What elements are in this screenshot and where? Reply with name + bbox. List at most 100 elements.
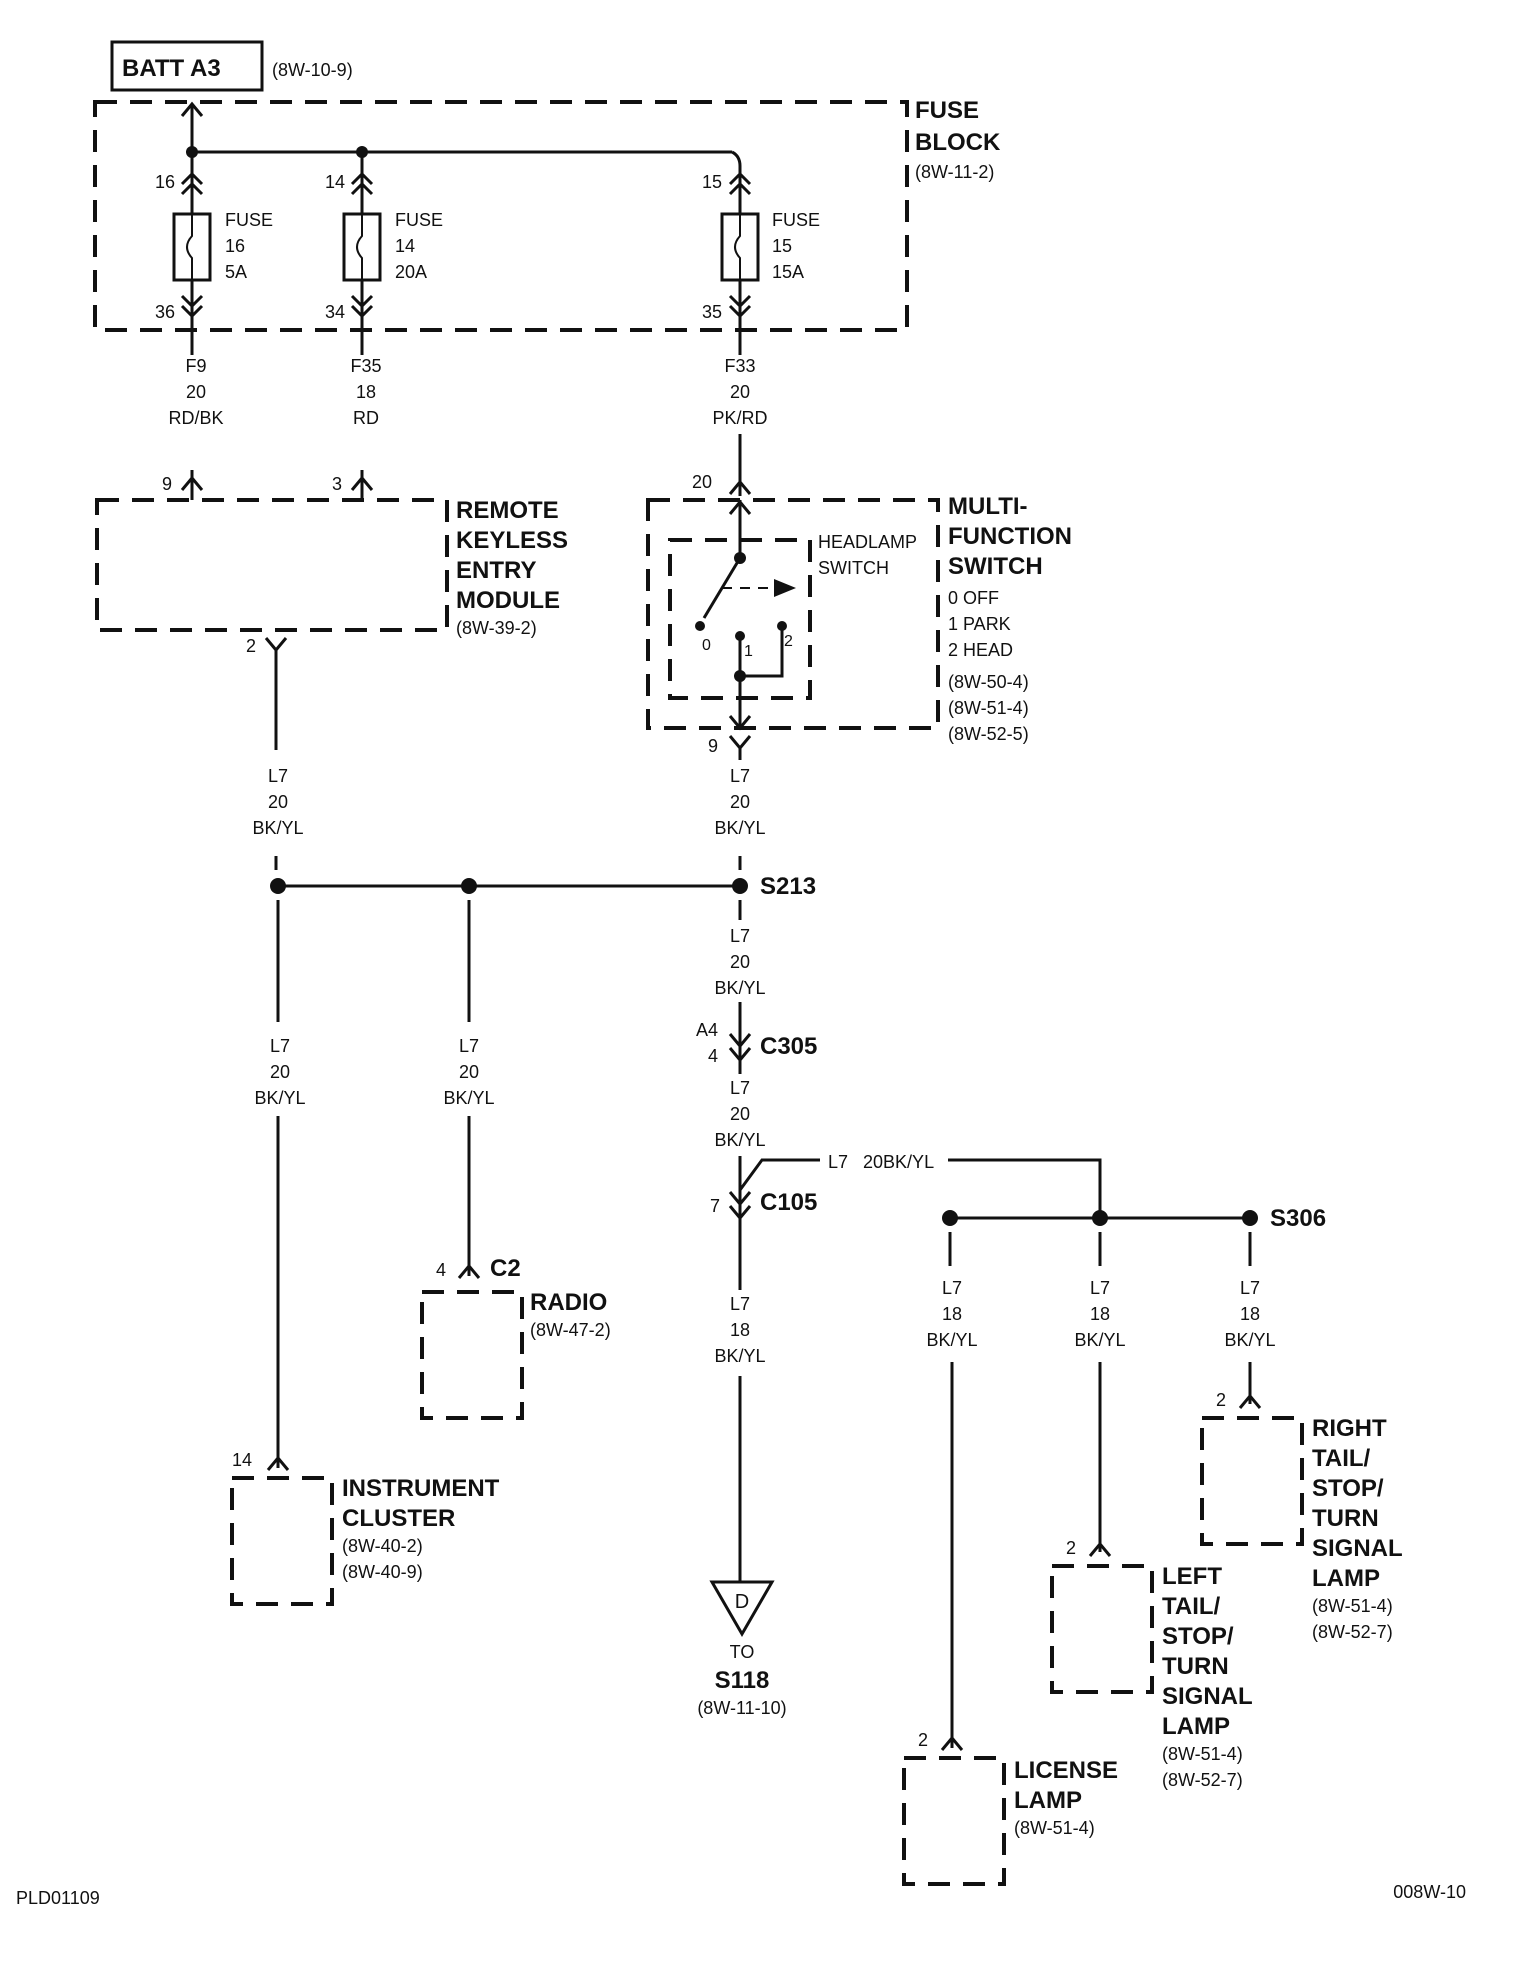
wire-radio-circuit: L7	[459, 1036, 479, 1056]
cluster-outline	[230, 1476, 334, 1606]
right-lamp-pin-symbol	[1238, 1393, 1262, 1409]
ground-triangle	[709, 1580, 775, 1638]
c305-pin-a	[728, 1033, 752, 1049]
wire-right-color: BK/YL	[1224, 1330, 1275, 1350]
c105-pin-7: 7	[710, 1196, 720, 1216]
wire-trunk1-gauge: 20	[730, 952, 750, 972]
right-lamp-label-4: TURN	[1312, 1505, 1379, 1532]
ground-dest: S118	[715, 1667, 770, 1694]
fuse-block-title-2: BLOCK	[915, 129, 1001, 156]
wire-radio-color: BK/YL	[443, 1088, 494, 1108]
wire-trunk1-circuit: L7	[730, 926, 750, 946]
radio-ref: (8W-47-2)	[530, 1320, 611, 1340]
mfs-ref-2: (8W-51-4)	[948, 698, 1029, 718]
wire-trunk3-circuit: L7	[730, 1294, 750, 1314]
right-lamp-outline	[1200, 1416, 1304, 1546]
fuse-14-word: FUSE	[395, 210, 443, 230]
wire-license-color: BK/YL	[926, 1330, 977, 1350]
fuse-15-out-pin: 35	[702, 302, 722, 322]
wire-rke-gauge: 20	[268, 792, 288, 812]
footer-right-code: 008W-10	[1393, 1882, 1466, 1902]
wire-f33-gauge: 20	[730, 382, 750, 402]
left-lamp-label-3: STOP/	[1162, 1623, 1234, 1650]
radio-pin-4: 4	[436, 1260, 446, 1280]
fuse-block-ref: (8W-11-2)	[915, 162, 994, 182]
batt-box	[110, 40, 264, 92]
splice-s213-label: S213	[760, 873, 816, 900]
license-pin-2: 2	[918, 1730, 928, 1750]
branch-label-bg	[820, 1148, 948, 1172]
right-lamp-ref-2: (8W-52-7)	[1312, 1622, 1393, 1642]
fuse-14-out-pin: 34	[325, 302, 345, 322]
wire-trunk1-color: BK/YL	[714, 978, 765, 998]
fuse-14-num: 14	[395, 236, 415, 256]
wire-right-gauge: 18	[1240, 1304, 1260, 1324]
rke-pin-3: 3	[332, 474, 342, 494]
wire-f35-color: RD	[353, 408, 379, 428]
rke-in-pin-2-symbol	[350, 475, 374, 491]
switch-pos-0: 0	[702, 637, 711, 654]
fuse-15-amps: 15A	[772, 262, 804, 282]
bus-corner	[731, 150, 742, 167]
wire-mfs-color: BK/YL	[714, 818, 765, 838]
ground-to: TO	[730, 1642, 755, 1662]
mfs-inner-bottom-arrow	[728, 715, 752, 731]
footer-left-code: PLD01109	[16, 1888, 100, 1908]
wire-cluster-color: BK/YL	[254, 1088, 305, 1108]
wire-license-circuit: L7	[942, 1278, 962, 1298]
rke-label-1: REMOTE	[456, 497, 559, 524]
s306-node-2	[1092, 1210, 1108, 1226]
fuse-16-word: FUSE	[225, 210, 273, 230]
mfs-pos-off: 0 OFF	[948, 588, 999, 608]
left-lamp-outline	[1050, 1564, 1154, 1694]
wire-cluster-circuit: L7	[270, 1036, 290, 1056]
wire-f9-gauge: 20	[186, 382, 206, 402]
mfs-pos-park: 1 PARK	[948, 614, 1011, 634]
right-lamp-label-2: TAIL/	[1312, 1445, 1371, 1472]
rke-out-pin-symbol	[264, 637, 288, 653]
rke-label-4: MODULE	[456, 587, 560, 614]
cluster-label-1: INSTRUMENT	[342, 1475, 500, 1502]
wire-license-gauge: 18	[942, 1304, 962, 1324]
s306-node-3	[1242, 1210, 1258, 1226]
ground-letter: D	[735, 1591, 749, 1613]
wire-f35-circuit: F35	[350, 356, 381, 376]
fuse-block-outline	[93, 100, 909, 332]
fuse-16-num: 16	[225, 236, 245, 256]
wire-f9-color: RD/BK	[168, 408, 223, 428]
wire-trunk2-circuit: L7	[730, 1078, 750, 1098]
left-lamp-ref-2: (8W-52-7)	[1162, 1770, 1243, 1790]
radio-conn-c2: C2	[490, 1255, 521, 1282]
right-lamp-pin-2: 2	[1216, 1390, 1226, 1410]
wire-mfs-circuit: L7	[730, 766, 750, 786]
cluster-ref-2: (8W-40-9)	[342, 1562, 423, 1582]
left-lamp-label-6: LAMP	[1162, 1713, 1230, 1740]
fuse-16-out-pin: 36	[155, 302, 175, 322]
s213-node-3	[732, 878, 748, 894]
wire-rke-color: BK/YL	[252, 818, 303, 838]
switch-pos-2: 2	[784, 633, 793, 650]
cluster-label-2: CLUSTER	[342, 1505, 455, 1532]
c305-pin-4: 4	[708, 1046, 718, 1066]
right-lamp-ref-1: (8W-51-4)	[1312, 1596, 1393, 1616]
wire-f33-circuit: F33	[724, 356, 755, 376]
mfs-in-pin-symbol	[728, 479, 752, 495]
c105-pin-b	[728, 1205, 752, 1221]
wire-trunk3-color: BK/YL	[714, 1346, 765, 1366]
license-lamp-outline	[902, 1756, 1006, 1886]
fuse-15-word: FUSE	[772, 210, 820, 230]
wire-rke-circuit: L7	[268, 766, 288, 786]
left-lamp-pin-symbol	[1088, 1541, 1112, 1557]
fuse-15: 15 35 FUSE 15 15A	[702, 166, 820, 355]
mfs-label-2: FUNCTION	[948, 523, 1072, 550]
fuse-16-amps: 5A	[225, 262, 247, 282]
mfs-ref-1: (8W-50-4)	[948, 672, 1029, 692]
mfs-ref-3: (8W-52-5)	[948, 724, 1029, 744]
license-ref: (8W-51-4)	[1014, 1818, 1095, 1838]
left-lamp-label-4: TURN	[1162, 1653, 1229, 1680]
wire-f33-color: PK/RD	[712, 408, 767, 428]
rke-label-3: ENTRY	[456, 557, 536, 584]
switch-actuator-arrow	[774, 579, 796, 597]
mfs-pin-9: 9	[708, 736, 718, 756]
c105-label: C105	[760, 1189, 817, 1216]
